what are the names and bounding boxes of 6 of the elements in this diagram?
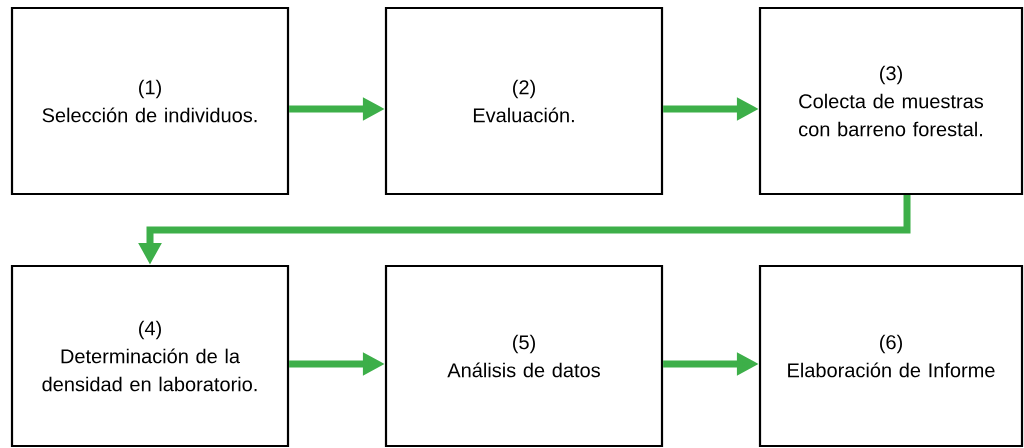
process-box: (2) Evaluación. bbox=[384, 6, 664, 196]
process-box: (6) Elaboración de Informe bbox=[758, 264, 1024, 448]
process-box: (3) Colecta de muestras con barreno forestal. bbox=[758, 6, 1024, 196]
process-box: (5) Análisis de datos bbox=[384, 264, 664, 448]
process-box: (4) Determinación de la densidad en laboratorio. bbox=[10, 264, 290, 448]
process-box: (1) Selección de individuos. bbox=[10, 6, 290, 196]
